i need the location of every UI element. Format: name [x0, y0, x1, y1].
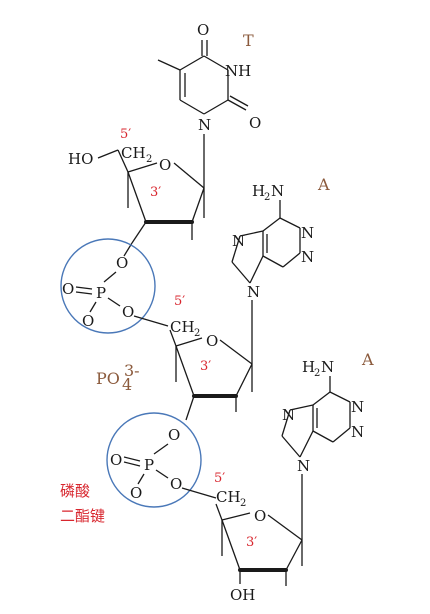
atom-CH-sub: 2	[240, 498, 246, 509]
phosphate-circle	[60, 238, 156, 334]
atom-O: O	[82, 312, 94, 330]
prime-3-label: 3′	[200, 359, 211, 374]
atom-CH-sub: 2	[194, 328, 200, 339]
deoxyribose-3: CH 2 O 5′ 3′ OH	[214, 471, 303, 604]
phosphate-subscript: 4	[122, 375, 132, 394]
atom-O: O	[130, 484, 142, 502]
base-label-t: T	[243, 31, 254, 50]
phosphate-label: PO	[96, 369, 120, 388]
atom-N-sub: 2	[314, 368, 320, 379]
atom-CH: CH	[216, 488, 241, 506]
deoxyribose-2: CH 2 O 5′ 3′ PO 4 3-	[96, 294, 253, 421]
thymine-base: O NH O N T	[157, 21, 261, 134]
atom-N-sub: 2	[264, 192, 270, 203]
atom-N: N	[351, 423, 364, 441]
atom-N: N	[301, 224, 314, 242]
base-label-a1: A	[317, 175, 330, 194]
phosphate-superscript: 3-	[124, 361, 140, 380]
atom-O: O	[110, 451, 122, 469]
atom-P: P	[96, 284, 106, 302]
atom-O: O	[168, 426, 180, 444]
phosphodiester-2: O P O O O 磷酸 二酯键	[60, 412, 217, 525]
atom-N: N	[247, 283, 260, 301]
base-label-a2: A	[361, 350, 374, 369]
atom-NH: NH	[225, 62, 251, 80]
atom-O: O	[159, 156, 171, 174]
phosphate-circle	[106, 412, 202, 508]
phosphodiester-label-line1: 磷酸	[60, 482, 90, 500]
atom-N: N	[351, 398, 364, 416]
atom-N: N	[198, 116, 211, 134]
phosphodiester-label-line2: 二酯键	[60, 507, 105, 525]
atom-H: H	[252, 182, 265, 200]
atom-OH: OH	[230, 586, 255, 604]
atom-O: O	[197, 21, 209, 39]
atom-N: N	[232, 232, 245, 250]
atom-O: O	[170, 475, 182, 493]
phosphodiester-1: O P O O O	[60, 238, 169, 334]
atom-N: N	[321, 358, 334, 376]
atom-O: O	[254, 507, 266, 525]
atom-CH: CH	[170, 318, 195, 336]
prime-5-label: 5′	[174, 294, 185, 309]
atom-CH: CH	[121, 144, 146, 162]
atom-N: N	[301, 248, 314, 266]
prime-3-label: 3′	[246, 535, 257, 550]
atom-O: O	[116, 254, 128, 272]
atom-N: N	[282, 406, 295, 424]
deoxyribose-1: HO CH 2 O 5′ 3′	[68, 127, 205, 257]
atom-N: N	[297, 457, 310, 475]
atom-O: O	[249, 114, 261, 132]
atom-CH-sub: 2	[146, 154, 152, 165]
atom-O: O	[62, 280, 74, 298]
atom-O: O	[206, 332, 218, 350]
adenine-base-1: H 2 N N N N N A	[231, 175, 330, 364]
prime-3-label: 3′	[150, 185, 161, 200]
atom-HO: HO	[68, 150, 93, 168]
atom-H: H	[302, 358, 315, 376]
prime-5-label: 5′	[214, 471, 225, 486]
atom-N: N	[271, 182, 284, 200]
atom-O: O	[122, 303, 134, 321]
atom-P: P	[144, 456, 154, 474]
adenine-base-2: H 2 N N N N N A	[281, 350, 374, 540]
prime-5-label: 5′	[120, 127, 131, 142]
